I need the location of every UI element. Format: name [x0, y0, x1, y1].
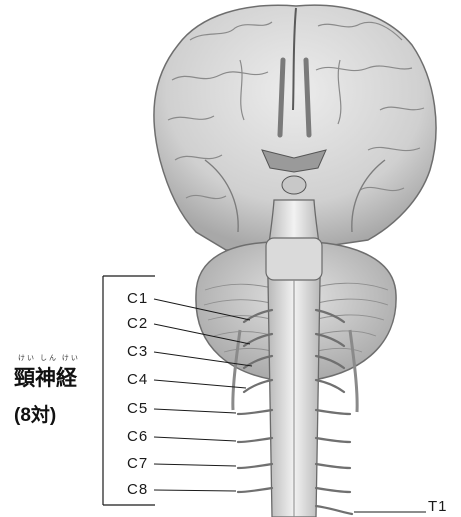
nerve-label-c4: C4: [127, 371, 148, 388]
group-count: (8対): [14, 400, 56, 427]
nerve-label-c5: C5: [127, 400, 148, 417]
nerve-label-t1: T1: [428, 498, 448, 515]
spinal-cord: [266, 200, 322, 517]
nerve-label-c2: C2: [127, 315, 148, 332]
nerve-label-c6: C6: [127, 428, 148, 445]
nerve-label-c7: C7: [127, 455, 148, 472]
nerve-label-c1: C1: [127, 290, 148, 307]
nerve-label-c8: C8: [127, 481, 148, 498]
group-title: 頸神経: [14, 362, 77, 392]
nerve-label-c3: C3: [127, 343, 148, 360]
